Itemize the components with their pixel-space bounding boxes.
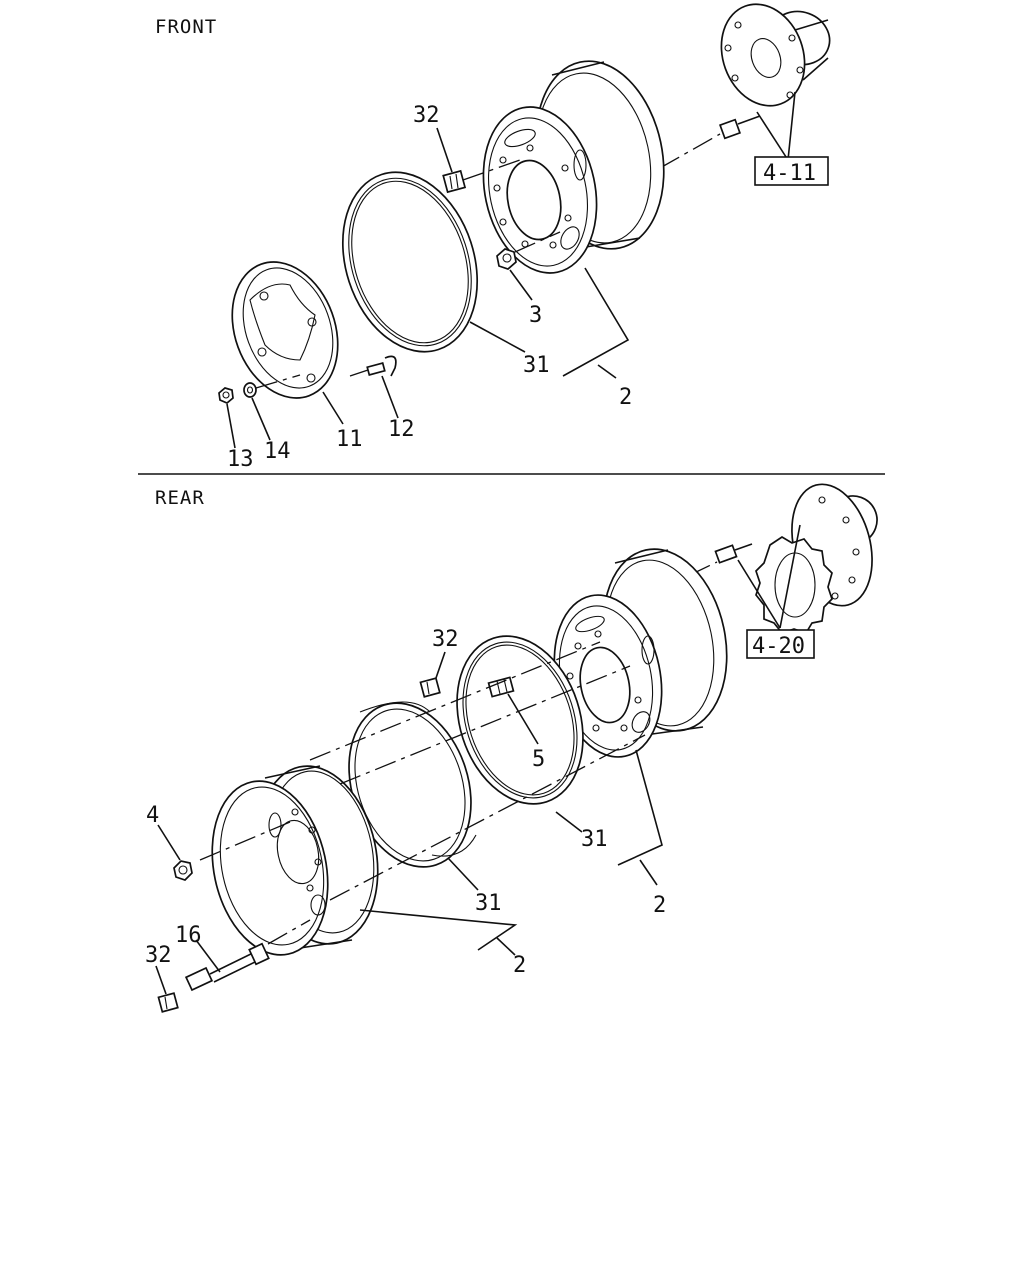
front-hook-bolt — [366, 355, 397, 377]
front-disc-wheel — [482, 60, 665, 274]
front-small-nut — [218, 387, 234, 404]
rear-label-2-outer: 2 — [513, 953, 526, 978]
rear-reference-box — [746, 629, 815, 659]
rear-label-5: 5 — [532, 747, 545, 772]
rear-gear-plate — [755, 535, 833, 635]
rear-cap-nut-bottom — [157, 992, 179, 1013]
rear-label-31-outer: 31 — [475, 891, 502, 916]
rear-hub-stud — [714, 543, 753, 564]
rear-wheel-nut — [173, 860, 193, 881]
front-label-14: 14 — [264, 439, 291, 464]
front-label-31: 31 — [523, 353, 550, 378]
front-reference-label: 4-11 — [763, 161, 816, 186]
rear-cap-nut-top — [419, 677, 441, 698]
rear-inner-side-ring — [456, 635, 584, 805]
front-label-32: 32 — [413, 103, 440, 128]
rear-reference-label: 4-20 — [752, 634, 805, 659]
rear-inner-disc-wheel — [553, 548, 728, 758]
front-label-3: 3 — [529, 303, 542, 328]
front-hub — [720, 3, 831, 107]
front-wheel-cover — [231, 261, 339, 399]
rear-section-title: REAR — [155, 487, 205, 509]
rear-label-31-inner: 31 — [581, 827, 608, 852]
front-washer — [243, 382, 257, 398]
rear-label-2-inner: 2 — [653, 893, 666, 918]
front-wheel-nut — [496, 248, 517, 270]
front-label-12: 12 — [388, 417, 415, 442]
front-label-11: 11 — [336, 427, 363, 452]
front-hub-stud — [718, 115, 761, 140]
rear-outer-side-ring — [348, 701, 477, 868]
rear-valve-extension — [184, 942, 270, 992]
front-section-title: FRONT — [155, 16, 217, 38]
front-reference-box — [754, 156, 829, 186]
rear-label-4: 4 — [146, 803, 159, 828]
rear-label-32-bottom: 32 — [145, 943, 172, 968]
rear-valve-stem — [487, 676, 515, 698]
front-label-2: 2 — [619, 385, 632, 410]
rear-label-32-top: 32 — [432, 627, 459, 652]
rear-outer-disc-wheel — [211, 765, 379, 956]
front-cap-nut — [442, 169, 467, 194]
front-side-ring — [341, 171, 479, 353]
front-label-13: 13 — [227, 447, 254, 472]
rear-label-16: 16 — [175, 923, 202, 948]
